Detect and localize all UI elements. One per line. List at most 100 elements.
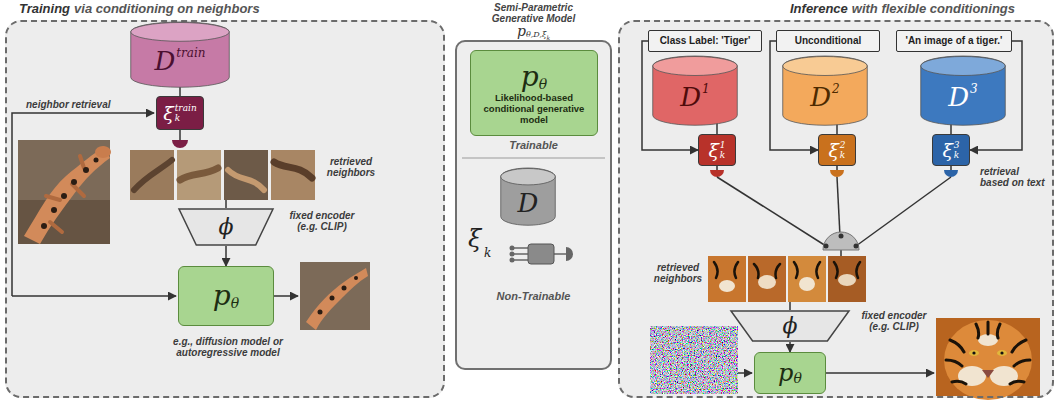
merge-wire bbox=[837, 177, 840, 236]
output-gecko-image bbox=[300, 262, 370, 330]
annotation-label: fixed encoder (e.g. CLIP) bbox=[855, 310, 933, 332]
node-content: ϕ bbox=[730, 310, 850, 342]
node-text: p bbox=[517, 24, 526, 39]
node-content: pθLikelihood-based conditional generativ… bbox=[471, 51, 597, 135]
gecko-image bbox=[18, 140, 111, 244]
trapezoid-outline bbox=[179, 209, 273, 245]
input-wire bbox=[179, 130, 181, 140]
tiger-neighbor-images bbox=[719, 280, 735, 292]
retriever-icon bbox=[528, 244, 554, 264]
formula-row: D3 bbox=[948, 83, 978, 111]
node-text: θ bbox=[539, 77, 547, 92]
gecko-image bbox=[95, 146, 111, 158]
tiger-image bbox=[972, 351, 975, 354]
separator-line bbox=[462, 157, 605, 158]
panel-title: Inferencewith flexible conditionings bbox=[790, 1, 1015, 17]
condition-tag: Class Label: 'Tiger' bbox=[648, 30, 762, 52]
tiger-neighbor-images bbox=[799, 277, 815, 291]
node-content: D3 bbox=[920, 56, 1006, 126]
node-text: ϕ bbox=[219, 215, 234, 239]
retriever-output-port bbox=[830, 170, 844, 177]
merge-wire bbox=[840, 250, 842, 256]
node-content: D2 bbox=[782, 56, 868, 126]
neighbor-images bbox=[271, 150, 315, 200]
tag-row: Unconditional bbox=[795, 35, 862, 47]
node-content: 'An image of a tiger.' bbox=[897, 31, 1011, 51]
annotation-label: fixed encoder (e.g. CLIP) bbox=[280, 210, 364, 232]
node-body: pθ bbox=[213, 281, 239, 311]
node-text: train bbox=[176, 47, 205, 60]
database-cylinder: D bbox=[500, 168, 556, 226]
cylinder-body bbox=[501, 168, 556, 225]
merge-wire bbox=[789, 302, 791, 310]
node-content: ξ1k bbox=[699, 135, 735, 165]
cylinder-body bbox=[653, 56, 738, 125]
gecko-image bbox=[83, 167, 89, 173]
node-text: train bbox=[175, 103, 197, 113]
node-text: D bbox=[948, 83, 969, 111]
cylinder-top bbox=[653, 57, 738, 76]
tiger-image bbox=[1000, 351, 1003, 354]
node-text: ξ bbox=[163, 103, 173, 124]
node-text: θ bbox=[793, 371, 801, 386]
node-text: k bbox=[840, 150, 846, 160]
node-text: p bbox=[213, 281, 231, 311]
node-text: 3 bbox=[970, 83, 978, 96]
gecko-image bbox=[24, 146, 110, 244]
node-text: with flexible conditionings bbox=[852, 1, 1015, 16]
retriever-output-port bbox=[717, 166, 951, 170]
node-text: Training bbox=[19, 1, 70, 16]
tiger-image bbox=[982, 370, 994, 378]
formula-row: Dtrain bbox=[154, 47, 205, 75]
node-text: k bbox=[720, 150, 726, 160]
tiger-image bbox=[944, 320, 1032, 400]
node-text: via conditioning on neighbors bbox=[74, 1, 260, 16]
neighbor-images bbox=[130, 150, 315, 200]
model-box: pθLikelihood-based conditional generativ… bbox=[470, 50, 598, 136]
tiger-neighbor-images bbox=[708, 256, 866, 302]
merge-selector bbox=[854, 244, 859, 249]
panel-fill bbox=[5, 20, 445, 398]
node-text: 'An image of a tiger.' bbox=[906, 35, 1003, 47]
node-text: 2 bbox=[840, 140, 846, 150]
node-text: ξ bbox=[708, 140, 718, 161]
node-text: D bbox=[154, 47, 175, 75]
tag-row: 'An image of a tiger.' bbox=[906, 35, 1003, 47]
retriever-icon bbox=[510, 244, 574, 264]
node-content: ξ3k bbox=[933, 135, 969, 165]
node-content: pθ bbox=[755, 353, 825, 393]
node-text: ξ bbox=[828, 140, 838, 161]
node-text: ϕ bbox=[783, 314, 798, 338]
input-wire bbox=[225, 200, 227, 208]
gecko-image bbox=[71, 179, 77, 185]
output-gecko-image bbox=[306, 268, 368, 330]
tiger-neighbor-images bbox=[714, 262, 860, 278]
retriever-icon bbox=[510, 258, 515, 263]
cylinder-top bbox=[501, 169, 556, 185]
node-text: p bbox=[778, 360, 793, 386]
tiger-image bbox=[946, 322, 1030, 384]
neighbor-images bbox=[134, 160, 172, 190]
formula-row: ξ1k bbox=[708, 140, 725, 161]
node-text: Semi-Parametric Generative Model bbox=[474, 2, 594, 24]
annotation-label: retrieval based on text bbox=[980, 166, 1050, 188]
trapezoid-outline bbox=[731, 311, 849, 341]
connector bbox=[789, 342, 791, 352]
node-content: ξ2k bbox=[819, 135, 855, 165]
node-content: pθ bbox=[179, 267, 273, 325]
node-content: ξtraink bbox=[157, 97, 203, 129]
cylinder-top bbox=[131, 23, 230, 42]
retriever-box: ξ1k bbox=[698, 134, 736, 166]
annotation-label: neighbor retrieval bbox=[26, 99, 150, 110]
node-text: D bbox=[810, 83, 831, 111]
node-text: θ,D,ξ bbox=[526, 30, 546, 39]
annotation-label: Non-Trainable bbox=[455, 290, 612, 302]
node-text: p bbox=[521, 62, 539, 92]
input-wire bbox=[274, 295, 298, 297]
gecko-image bbox=[51, 207, 57, 213]
node-text: Class Label: 'Tiger' bbox=[660, 35, 751, 47]
retriever-icon bbox=[566, 247, 573, 261]
gecko-image bbox=[18, 140, 110, 244]
encoder-trapezoid: ϕ bbox=[730, 310, 850, 342]
